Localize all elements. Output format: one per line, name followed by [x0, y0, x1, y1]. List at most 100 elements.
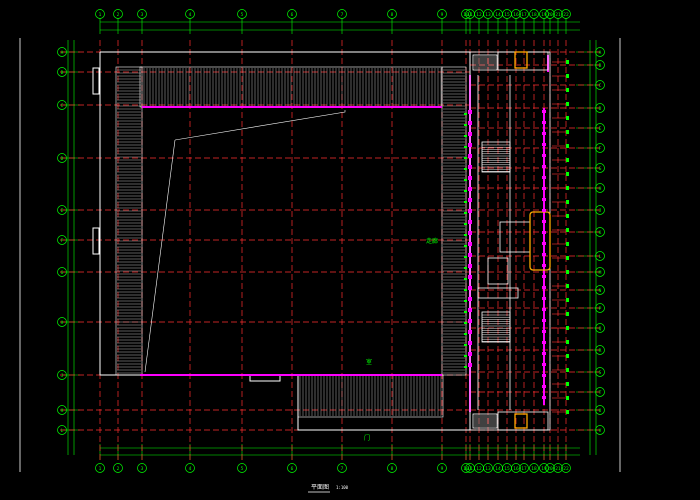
- svg-text:V: V: [599, 428, 602, 434]
- svg-text:5: 5: [241, 12, 244, 18]
- svg-text:S: S: [599, 370, 602, 376]
- axis-bubble-row-left: L: [57, 425, 67, 435]
- svg-text:A: A: [599, 50, 602, 56]
- svg-text:12: 12: [476, 12, 482, 18]
- axis-bubble-row-left: H: [57, 317, 67, 327]
- axis-bubble-col-top: 21: [553, 9, 563, 19]
- axis-bubble-col-bottom: 1: [95, 463, 105, 473]
- axis-bubble-row-left: B: [57, 67, 67, 77]
- axis-bubble-row-left: K: [57, 405, 67, 415]
- svg-text:22: 22: [563, 466, 569, 472]
- svg-text:17: 17: [521, 466, 527, 472]
- axis-bubble-row-right: M: [595, 267, 605, 277]
- svg-text:9: 9: [441, 466, 444, 472]
- svg-text:12: 12: [476, 466, 482, 472]
- svg-text:H: H: [61, 320, 64, 326]
- axis-bubble-col-bottom: 19: [539, 463, 549, 473]
- svg-text:K: K: [61, 408, 64, 414]
- guide-lines: [144, 110, 346, 373]
- svg-text:3: 3: [141, 466, 144, 472]
- svg-text:6: 6: [291, 12, 294, 18]
- axis-bubble-row-left: G: [57, 267, 67, 277]
- axis-bubble-col-bottom: 20: [545, 463, 555, 473]
- column-markers: [464, 60, 569, 414]
- axis-bubble-col-bottom: 4: [185, 463, 195, 473]
- svg-text:7: 7: [341, 466, 344, 472]
- svg-text:16: 16: [513, 466, 519, 472]
- svg-text:20: 20: [547, 466, 553, 472]
- axis-bubble-col-top: 2: [113, 9, 123, 19]
- svg-text:R: R: [599, 348, 602, 354]
- svg-text:T: T: [599, 390, 602, 396]
- axis-bubble-row-right: E: [595, 123, 605, 133]
- axis-bubble-row-left: E: [57, 205, 67, 215]
- svg-text:22: 22: [563, 12, 569, 18]
- axis-bubble-col-top: 8: [387, 9, 397, 19]
- axis-bubble-col-top: 4: [185, 9, 195, 19]
- svg-text:5: 5: [241, 466, 244, 472]
- axis-bubble-col-top: 20: [545, 9, 555, 19]
- stairs: [474, 56, 510, 427]
- svg-text:15: 15: [504, 466, 510, 472]
- svg-text:11: 11: [467, 466, 473, 472]
- axis-bubble-row-right: L: [595, 251, 605, 261]
- room-label-lower: 室: [366, 358, 372, 366]
- svg-text:L: L: [599, 254, 602, 260]
- room-label-center: 走廊: [426, 237, 438, 245]
- axis-bubbles: 1122334455667788991010111112121313141415…: [57, 9, 605, 473]
- axis-bubble-row-left: A: [57, 47, 67, 57]
- axis-bubble-row-right: C: [595, 80, 605, 90]
- axis-bubble-col-top: 18: [529, 9, 539, 19]
- axis-bubble-row-right: D: [595, 103, 605, 113]
- axis-bubble-col-top: 16: [511, 9, 521, 19]
- axis-bubble-col-top: 1: [95, 9, 105, 19]
- axis-bubble-col-bottom: 13: [483, 463, 493, 473]
- axis-bubble-col-bottom: 8: [387, 463, 397, 473]
- svg-text:8: 8: [391, 466, 394, 472]
- svg-text:Q: Q: [599, 326, 602, 332]
- axis-bubble-row-right: B: [595, 60, 605, 70]
- axis-bubble-row-right: J: [595, 205, 605, 215]
- svg-text:J: J: [599, 208, 602, 214]
- roof-hatch-right: [441, 66, 467, 376]
- room-label-bottom: 门: [364, 434, 370, 442]
- roof-hatch-top: [139, 66, 443, 108]
- svg-text:H: H: [599, 186, 602, 192]
- axis-bubble-row-right: G: [595, 163, 605, 173]
- axis-bubble-col-bottom: 17: [519, 463, 529, 473]
- axis-bubble-row-right: Q: [595, 323, 605, 333]
- svg-text:D: D: [61, 156, 64, 162]
- svg-text:K: K: [599, 230, 602, 236]
- svg-text:G: G: [61, 270, 64, 276]
- axis-bubble-col-bottom: 2: [113, 463, 123, 473]
- svg-text:G: G: [599, 166, 602, 172]
- svg-text:14: 14: [495, 466, 501, 472]
- svg-text:10: 10: [463, 466, 469, 472]
- svg-text:16: 16: [513, 12, 519, 18]
- svg-text:F: F: [61, 238, 64, 244]
- axis-bubble-row-right: K: [595, 227, 605, 237]
- drawing-title: 平面图: [311, 484, 329, 491]
- axis-bubble-col-top: 19: [539, 9, 549, 19]
- axis-bubble-col-bottom: 5: [237, 463, 247, 473]
- axis-bubble-row-right: P: [595, 303, 605, 313]
- svg-text:E: E: [61, 208, 64, 214]
- roof-hatch-bottom: [297, 374, 444, 418]
- axis-bubble-row-right: N: [595, 285, 605, 295]
- svg-text:17: 17: [521, 12, 527, 18]
- svg-text:14: 14: [495, 12, 501, 18]
- svg-text:4: 4: [189, 12, 192, 18]
- svg-text:J: J: [61, 373, 64, 379]
- svg-text:10: 10: [463, 12, 469, 18]
- svg-text:18: 18: [531, 466, 537, 472]
- axis-bubble-row-right: S: [595, 367, 605, 377]
- svg-text:13: 13: [485, 466, 491, 472]
- axis-bubble-col-bottom: 6: [287, 463, 297, 473]
- svg-text:21: 21: [555, 12, 561, 18]
- svg-text:19: 19: [541, 466, 547, 472]
- svg-text:18: 18: [531, 12, 537, 18]
- svg-text:D: D: [599, 106, 602, 112]
- axis-bubble-col-top: 7: [337, 9, 347, 19]
